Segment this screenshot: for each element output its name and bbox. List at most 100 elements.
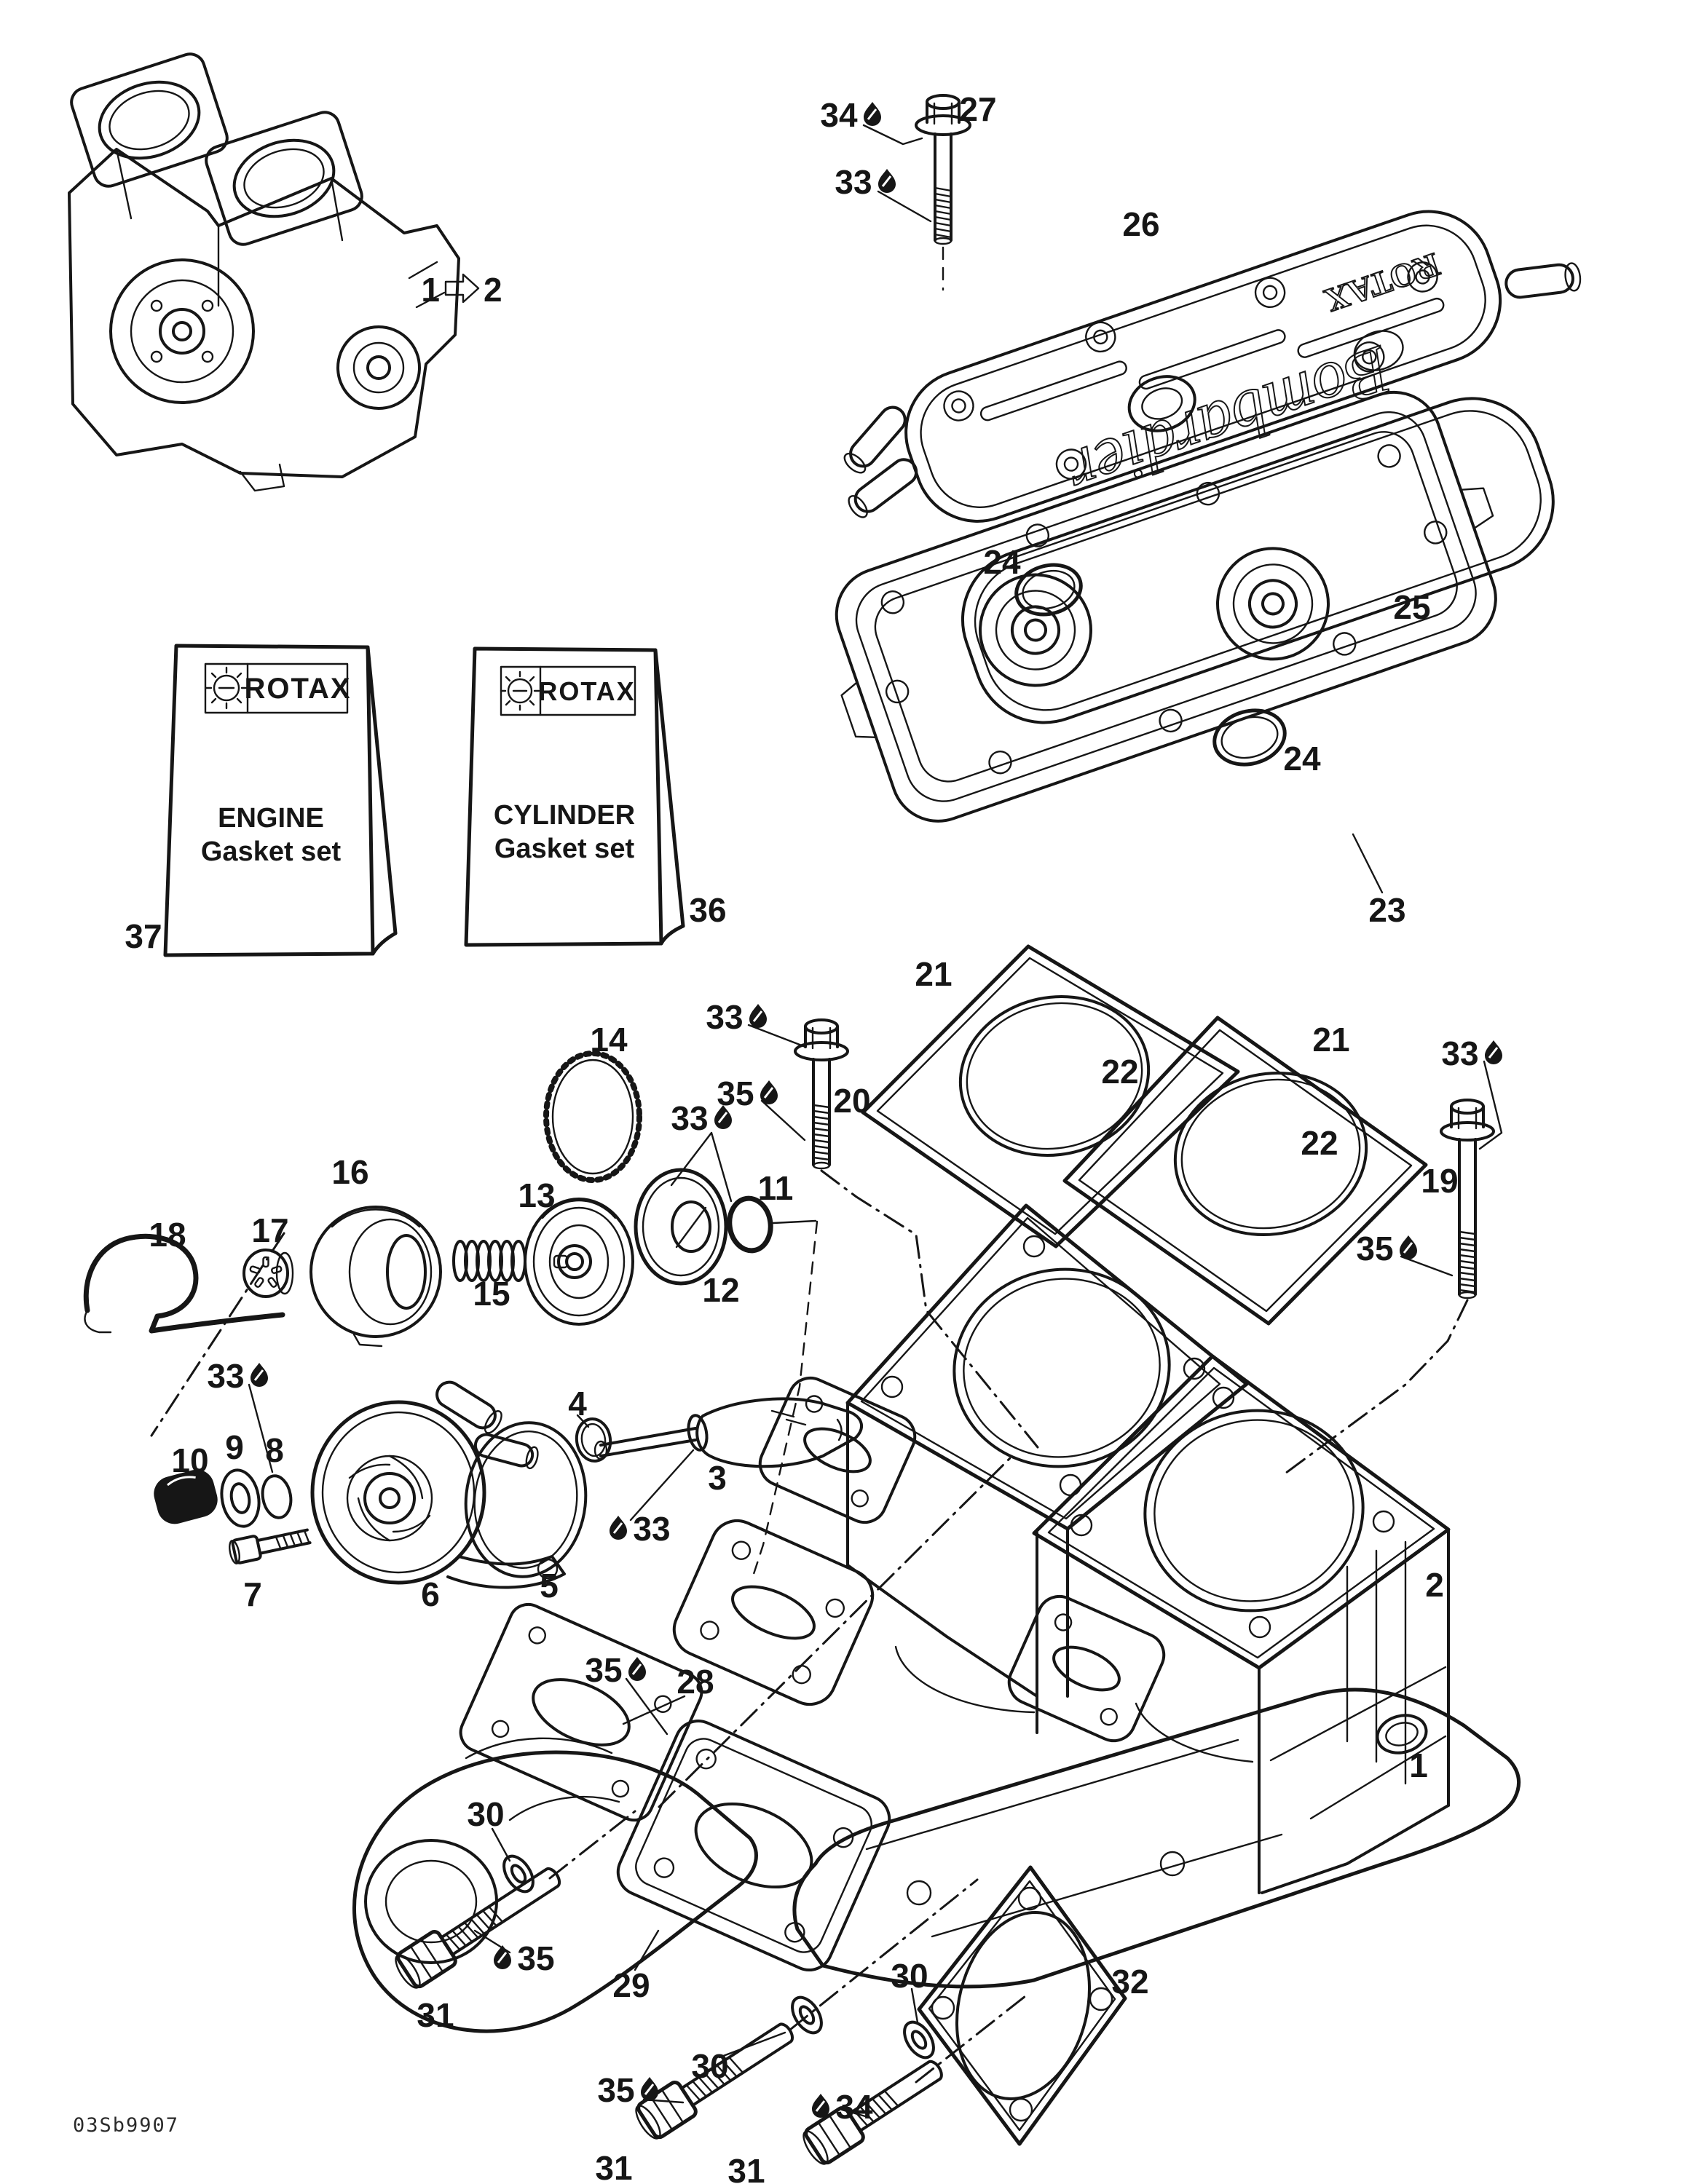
- callout-19: 19: [1421, 1162, 1458, 1200]
- callout-number: 2: [1425, 1566, 1444, 1604]
- callout-number: 26: [1122, 205, 1159, 243]
- callout-number: 3: [708, 1459, 727, 1497]
- callout-number: 31: [595, 2149, 632, 2184]
- washer-30-b: [791, 1995, 823, 2035]
- callout-30: 30: [891, 1957, 928, 1995]
- callout-number: 12: [702, 1271, 739, 1309]
- callout-7: 7: [243, 1575, 262, 1613]
- callout-11: 11: [758, 1169, 794, 1207]
- leader-line: [629, 1449, 695, 1522]
- washer-30-a: [502, 1854, 535, 1894]
- callout-35: 35: [1356, 1230, 1417, 1267]
- lubricant-droplet-icon: [714, 1105, 732, 1129]
- callout-33: 33: [610, 1510, 671, 1548]
- lubricant-droplet-icon: [610, 1516, 627, 1540]
- callout-30: 30: [467, 1795, 504, 1833]
- callout-3: 3: [708, 1459, 727, 1497]
- callout-34: 34: [820, 96, 881, 134]
- retainer-spring-clip-18: [83, 1233, 285, 1334]
- leader-line: [877, 190, 932, 223]
- callout-number: 19: [1421, 1162, 1458, 1200]
- leader-line: [760, 1099, 806, 1142]
- lubricant-droplet-icon: [628, 1657, 646, 1681]
- callout-number: 7: [243, 1575, 262, 1613]
- thermostat-housing-16: [309, 1206, 442, 1348]
- leader-line: [1478, 1060, 1503, 1150]
- callout-number: 11: [758, 1169, 794, 1207]
- gasket-kit-bag-engine: ROTAX ENGINE Gasket set: [163, 644, 398, 957]
- socket-bolt-7: [229, 1528, 312, 1564]
- callout-number: 33: [835, 163, 872, 201]
- callout-number: 33: [207, 1357, 244, 1395]
- leader-line: [625, 1677, 669, 1736]
- o-ring-22-a: [958, 994, 1151, 1158]
- callout-14: 14: [590, 1021, 628, 1059]
- callout-number: 18: [149, 1216, 186, 1254]
- lubricant-droplet-icon: [812, 2094, 829, 2118]
- callout-24: 24: [1283, 740, 1321, 778]
- callout-33: 33: [706, 998, 767, 1036]
- bag-subtitle: Gasket set: [494, 834, 635, 864]
- callout-number: 33: [706, 998, 743, 1036]
- callout-number: 24: [1283, 740, 1321, 778]
- lubricant-droplet-icon: [1485, 1040, 1502, 1064]
- callout-number: 20: [833, 1082, 870, 1120]
- callout-number: 33: [671, 1099, 708, 1137]
- callout-31: 31: [417, 1996, 454, 2034]
- callout-13: 13: [518, 1176, 555, 1214]
- callout-number: 17: [251, 1211, 288, 1249]
- callout-5: 5: [540, 1567, 559, 1605]
- callout-number: 30: [891, 1957, 928, 1995]
- callout-24: 24: [983, 543, 1021, 581]
- callout-number: 15: [473, 1275, 510, 1313]
- manifold-gasket-28: [459, 1602, 703, 1822]
- callout-number: 23: [1368, 891, 1405, 929]
- gasket-kit-bag-cylinder: ROTAX CYLINDER Gasket set: [464, 646, 685, 947]
- assembly-ref-from: 1: [421, 271, 440, 309]
- outlet-fitting-3: [593, 1397, 863, 1468]
- callout-number: 5: [540, 1567, 559, 1605]
- callout-18: 18: [149, 1216, 186, 1254]
- callout-17: 17: [251, 1211, 288, 1249]
- leader-line: [772, 1219, 817, 1224]
- callout-33: 33: [671, 1099, 732, 1137]
- flange-bolt-27: [915, 94, 971, 291]
- callout-15: 15: [473, 1275, 510, 1313]
- callout-number: 16: [331, 1153, 368, 1191]
- exhaust-flange-a: [758, 1376, 917, 1524]
- leader-line: [747, 1024, 807, 1048]
- bag-subtitle: Gasket set: [201, 836, 342, 867]
- leader-line: [1400, 1255, 1454, 1277]
- leader-line: [862, 124, 923, 146]
- callout-number: 4: [568, 1385, 587, 1423]
- plug-10: [154, 1469, 218, 1524]
- callout-number: 30: [691, 2047, 728, 2085]
- washer-30-c: [903, 2020, 935, 2060]
- engine-assembly-view: [68, 52, 460, 492]
- callout-29: 29: [612, 1966, 650, 2004]
- base-gasket-21-a: [861, 944, 1240, 1249]
- callout-20: 20: [833, 1082, 870, 1120]
- callout-21: 21: [915, 955, 952, 993]
- o-ring-24-b: [1212, 708, 1287, 767]
- callout-35: 35: [597, 2071, 658, 2109]
- callout-number: 9: [225, 1428, 244, 1466]
- assembly-ref-label: 1 2: [421, 271, 502, 309]
- socket-bolt-31-c: [802, 2060, 943, 2165]
- bag-brand: ROTAX: [244, 673, 351, 705]
- outlet-flange-gasket-32: [917, 1865, 1127, 2146]
- leader-line: [840, 2108, 869, 2118]
- callout-26: 26: [1122, 205, 1159, 243]
- callout-number: 35: [585, 1651, 622, 1689]
- callout-number: 21: [1312, 1021, 1349, 1059]
- flange-bolt-19: [1440, 1099, 1495, 1299]
- callout-4: 4: [568, 1385, 587, 1423]
- lubricant-droplet-icon: [878, 169, 896, 193]
- callout-number: 35: [1356, 1230, 1393, 1267]
- cylinder-1: [792, 1688, 1521, 1989]
- callout-33: 33: [835, 163, 896, 201]
- exhaust-manifold-29: [352, 1720, 891, 2033]
- callout-number: 33: [1441, 1034, 1478, 1072]
